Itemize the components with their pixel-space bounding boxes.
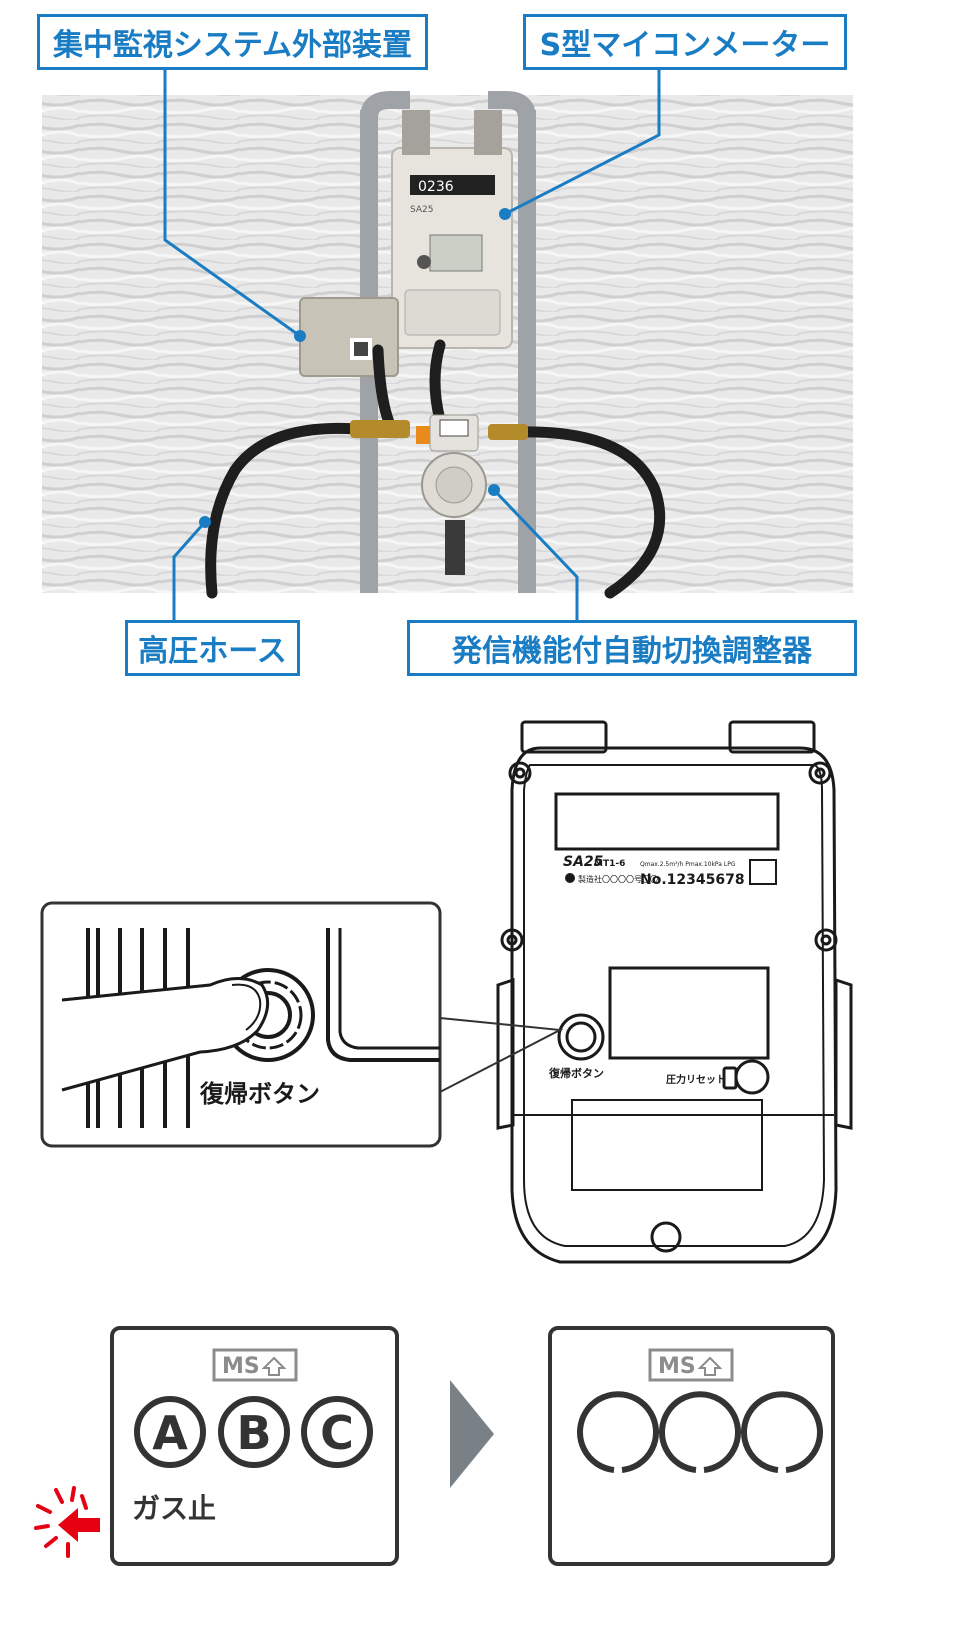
meter-serial: No.12345678 (640, 872, 745, 888)
red-arrow-icon (58, 1508, 100, 1542)
photo-section-svg: 0236 SA25 (42, 68, 853, 622)
finger-illustration (61, 977, 270, 1092)
meter-photo: 0236 SA25 (391, 110, 513, 349)
letter-c: C (320, 1406, 354, 1460)
callout-regulator: 発信機能付自動切換調整器 (407, 620, 857, 676)
regulator-photo (416, 414, 487, 575)
zoom-inset: 復帰ボタン (40, 901, 442, 1148)
meter-spec: Qmax.2.5m³/h Pmax.10kPa LPG (640, 861, 736, 868)
callout-monitoring-device: 集中監視システム外部装置 (37, 14, 428, 70)
gas-stop-label: ガス止 (132, 1492, 216, 1525)
letter-b: B (236, 1406, 271, 1460)
display-after: MS (548, 1326, 835, 1566)
meter-maker: 製造社〇〇〇〇号〇〇 (578, 874, 658, 884)
letter-a: A (152, 1406, 188, 1460)
zoom-reset-label: 復帰ボタン (199, 1080, 320, 1108)
meter-model-suffix: MT1-6 (594, 859, 625, 869)
arrow-right-icon (450, 1380, 494, 1488)
pressure-reset-label: 圧力リセット (666, 1073, 726, 1086)
reset-button-label: 復帰ボタン (548, 1066, 604, 1080)
meter-outline (496, 720, 853, 1264)
ms-label-after: MS (658, 1354, 696, 1379)
callout-meter: S型マイコンメーター (523, 14, 847, 70)
zoom-connector (439, 1017, 564, 1093)
blink-indicator-icon (34, 1486, 88, 1558)
meter-readout: 0236 (418, 179, 454, 195)
callout-hose: 高圧ホース (125, 620, 300, 676)
meter-photo-model: SA25 (410, 205, 434, 215)
ms-label-before: MS (222, 1354, 260, 1379)
display-before: MS A B C ガス止 (110, 1326, 399, 1566)
meter-model: SA25 (563, 854, 604, 870)
leader-lines (163, 68, 661, 622)
